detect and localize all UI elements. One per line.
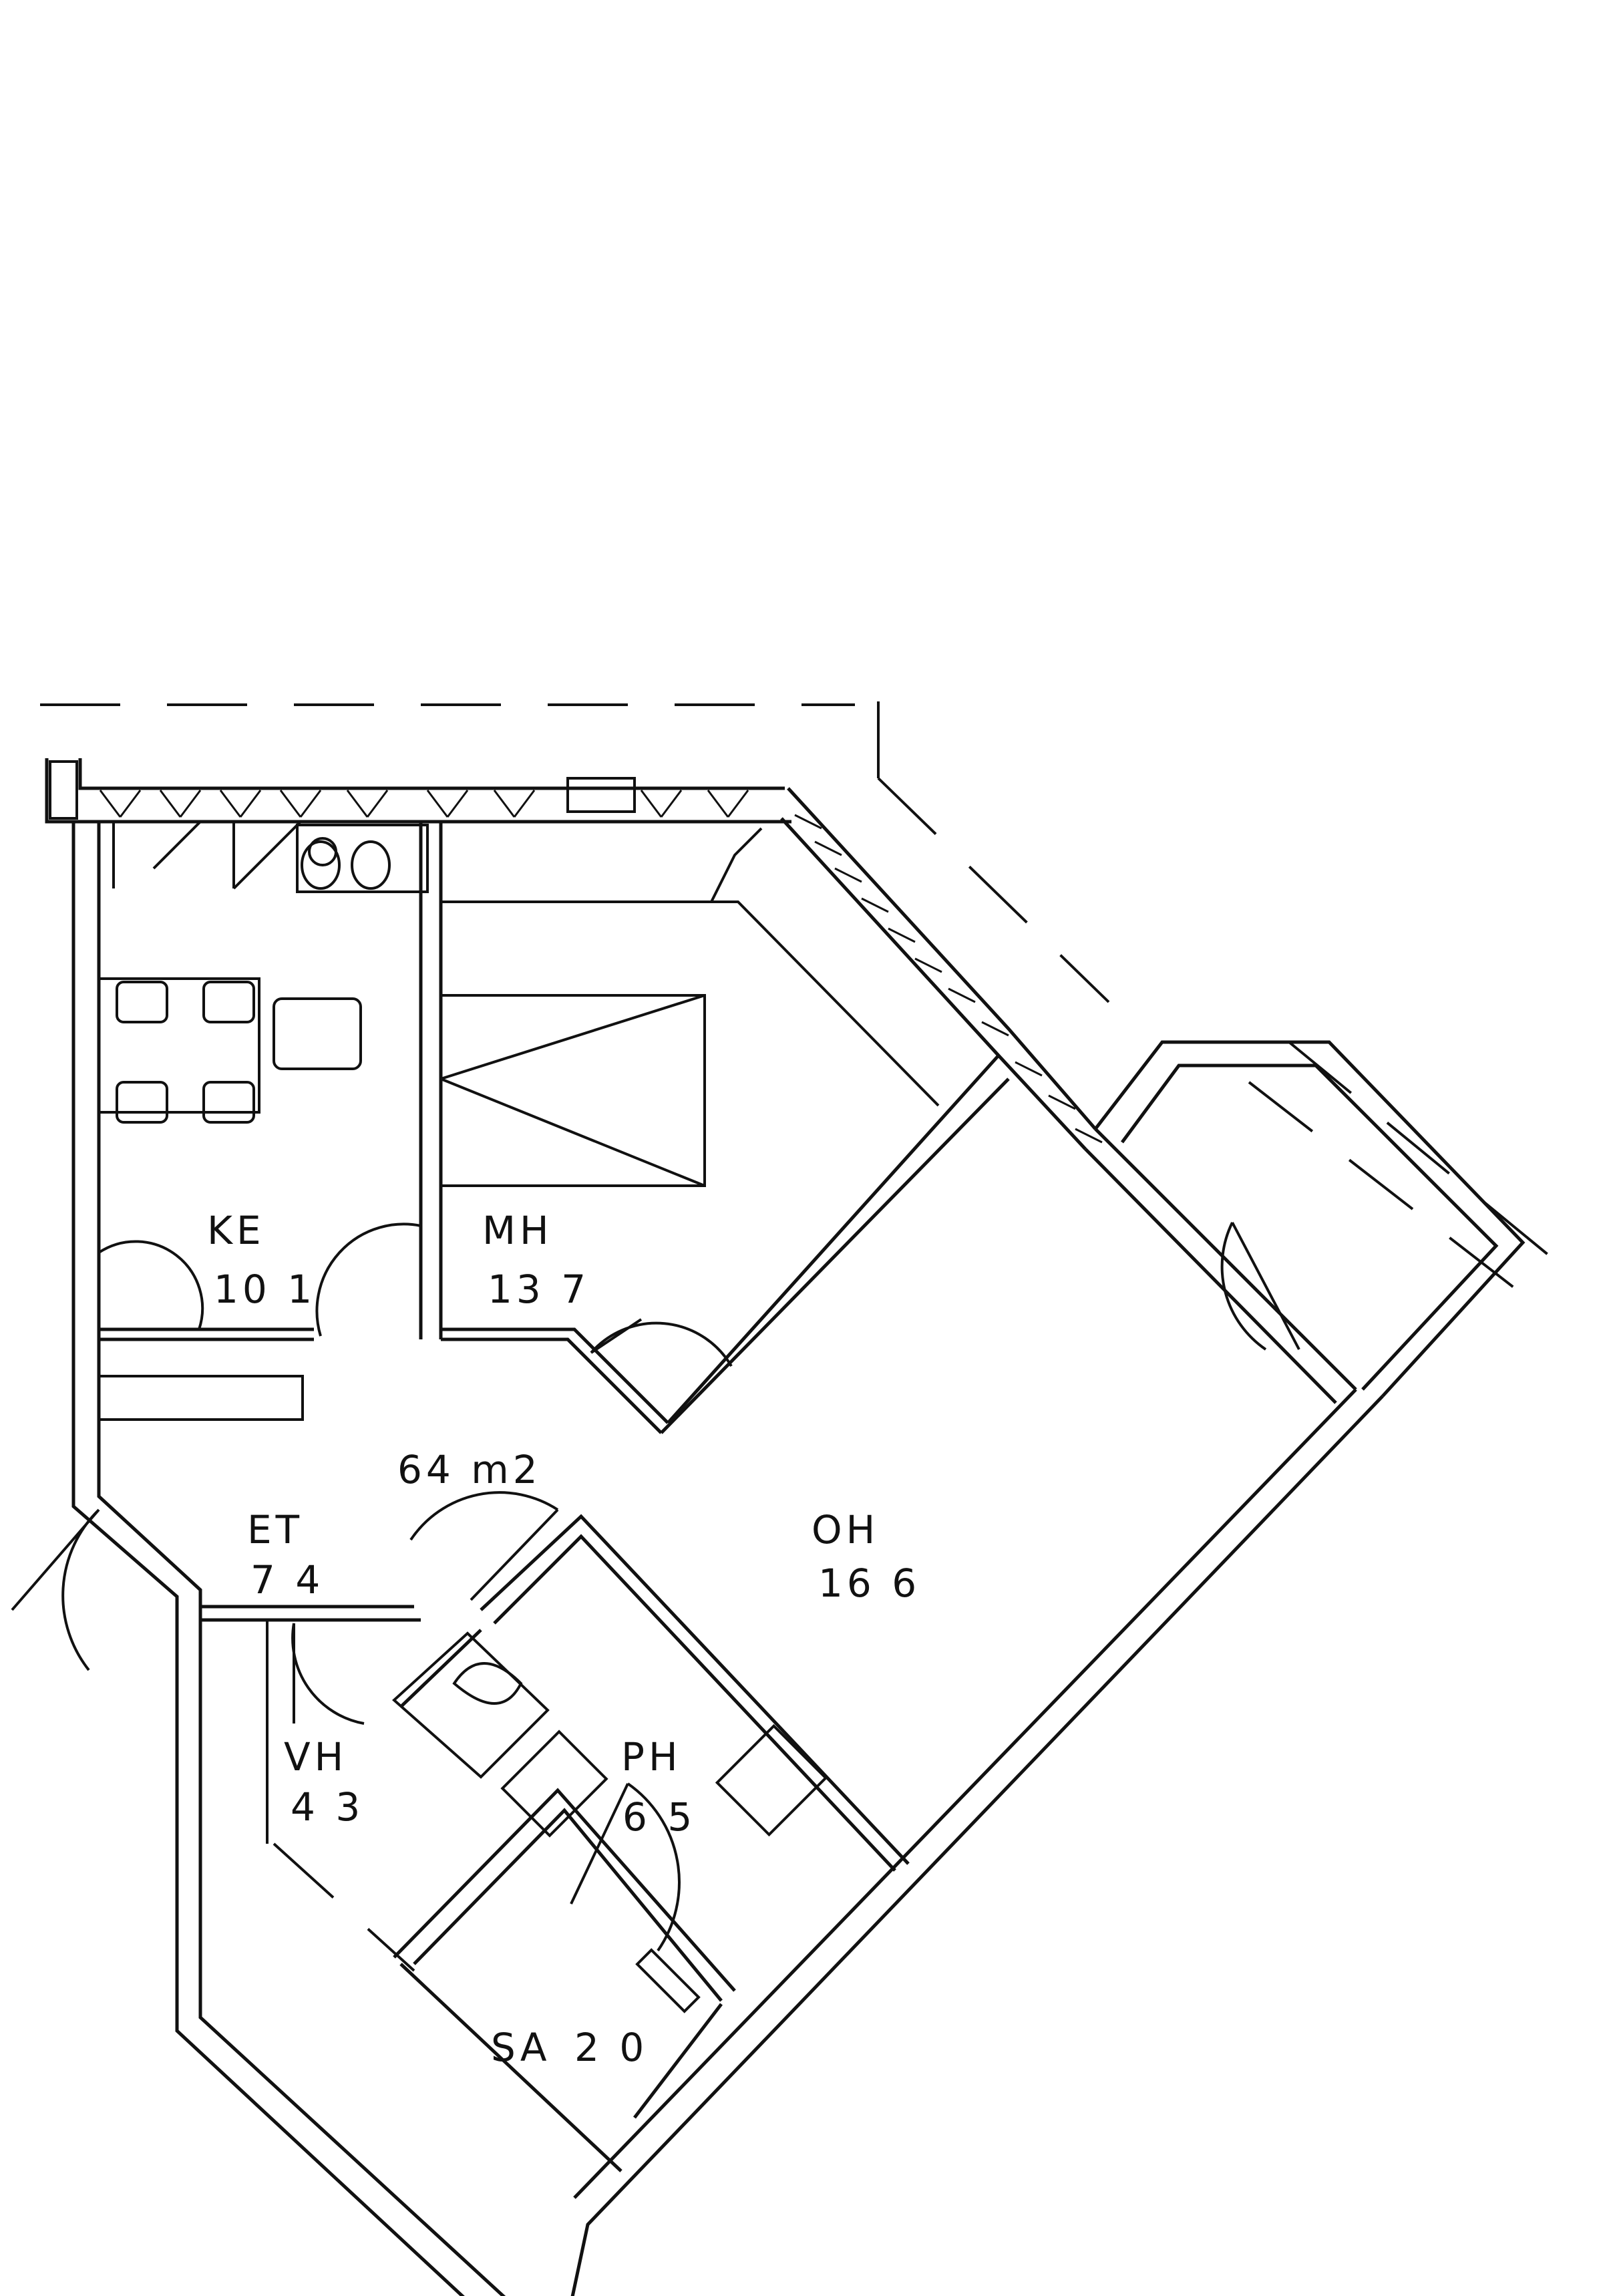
toilet	[452, 1662, 523, 1705]
ke-code: KE	[207, 1208, 265, 1253]
wall-hatching	[49, 760, 1103, 1144]
wash-basin	[500, 1730, 608, 1838]
ph-code: PH	[621, 1734, 682, 1780]
vh-area: 4 3	[291, 1784, 364, 1830]
kitchen-counter	[112, 820, 302, 890]
et-code: ET	[247, 1507, 303, 1552]
ke-area: 10 1	[214, 1267, 316, 1312]
kitchen-sink	[296, 824, 429, 893]
room-labels: KE 10 1 MH 13 7 64 m2 ET 7 4 OH 16 6 VH …	[207, 1208, 920, 2070]
furniture	[98, 820, 828, 2013]
shower-tray	[715, 1724, 828, 1837]
et-area: 7 4	[250, 1557, 324, 1603]
bed	[439, 994, 706, 1187]
interior-walls	[99, 822, 1357, 2172]
door-swings	[11, 1222, 1300, 1952]
armchair	[273, 997, 362, 1070]
exterior-walls	[45, 758, 1526, 2296]
oh-area: 16 6	[818, 1561, 920, 1606]
sa-area: 2 0	[574, 2025, 648, 2070]
mh-area: 13 7	[488, 1267, 590, 1312]
total-area: 64 m2	[397, 1447, 542, 1492]
sa-code: SA	[491, 2025, 551, 2070]
oh-code: OH	[812, 1507, 879, 1552]
vh-code: VH	[284, 1734, 347, 1780]
sauna-stove	[635, 1948, 701, 2013]
ph-area: 6 5	[622, 1794, 696, 1840]
hall-wardrobe	[98, 1375, 304, 1421]
eave-lines	[40, 701, 1551, 1291]
dining-table	[98, 977, 260, 1114]
mh-code: MH	[482, 1208, 553, 1253]
